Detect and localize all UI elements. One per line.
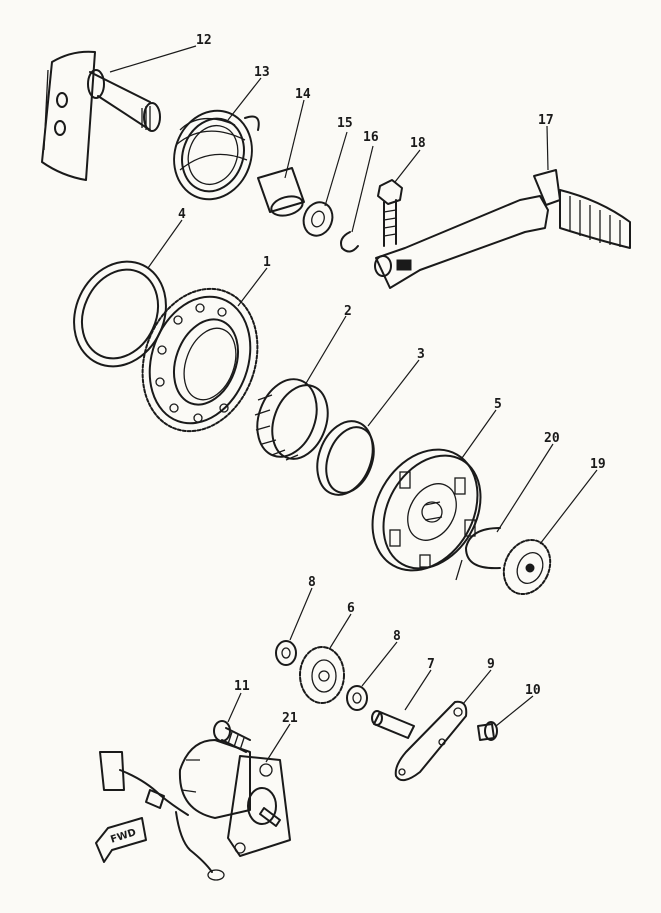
shaft-part-7 [371,710,415,739]
label-part-3: 3 [417,347,425,362]
leader-lines [109,45,598,763]
label-part-6: 6 [347,601,355,616]
label-part-9: 9 [487,657,495,672]
idle-gear-part-6 [299,646,345,704]
clutch-part-5 [371,448,482,572]
label-part-18: 18 [410,136,426,151]
kick-shaft-part-12 [41,50,161,181]
kick-lever-part-17 [374,169,631,289]
label-part-21: 21 [282,711,298,726]
gear-part-19 [502,538,552,596]
ring-gear-part-1 [141,287,259,433]
label-part-17: 17 [538,113,554,128]
label-part-8-lower: 8 [393,629,401,644]
label-part-8-upper: 8 [308,575,316,590]
bolt-part-11 [213,720,251,753]
ring-part-3 [316,420,375,496]
label-part-7: 7 [427,657,435,672]
label-part-11: 11 [234,679,250,694]
label-part-12: 12 [196,33,212,48]
forward-direction-arrow: FWD [95,817,147,863]
label-part-16: 16 [363,130,379,145]
label-part-1: 1 [263,255,271,270]
needle-bearing-part-2 [254,378,329,461]
label-part-19: 19 [590,457,606,472]
label-part-10: 10 [525,683,541,698]
screw-part-10 [477,721,498,741]
label-part-20: 20 [544,431,560,446]
bolt-part-18 [377,179,403,247]
label-part-5: 5 [494,397,502,412]
label-part-4: 4 [178,207,186,222]
label-part-14: 14 [295,87,311,102]
part-number-labels: 12 13 14 15 16 18 17 4 1 2 3 5 20 19 8 6… [178,33,606,726]
label-part-13: 13 [254,65,270,80]
torsion-spring-part-13 [173,109,260,201]
starter-motor-part-21 [178,739,291,857]
washer-part-8-upper [275,640,297,666]
starter-wire-lead [99,751,225,881]
circlip-part-20 [455,527,501,581]
label-part-15: 15 [337,116,353,131]
plate-part-9 [394,700,468,782]
washer-part-15 [302,201,334,237]
circlip-part-16 [340,231,359,253]
bushing-part-14 [257,167,305,217]
label-part-2: 2 [344,304,352,319]
washer-part-8-lower [346,685,368,711]
